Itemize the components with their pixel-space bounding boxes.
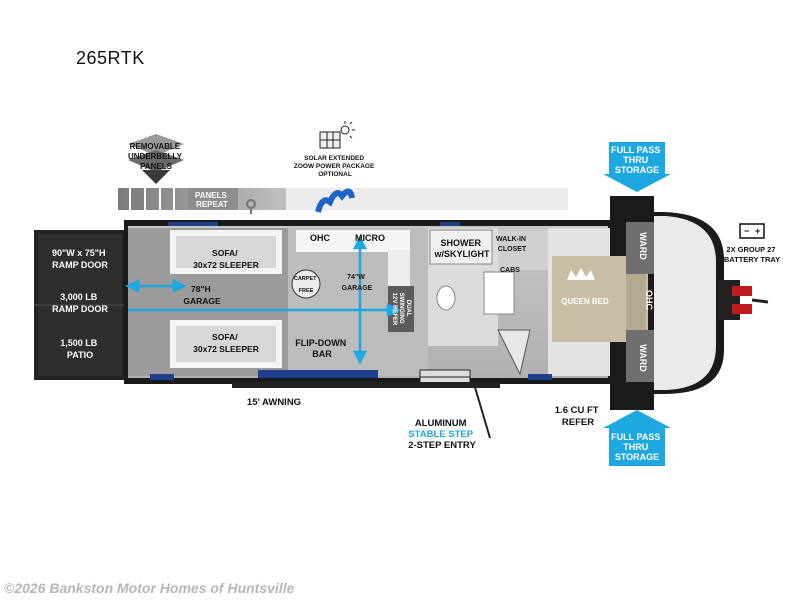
battery-icon: − + (739, 223, 765, 239)
svg-text:−: − (744, 226, 749, 236)
pass-thru-storage-top (603, 142, 671, 192)
pass-thru-storage-bottom (603, 410, 671, 466)
copyright-notice: ©2026 Bankston Motor Homes of Huntsville (4, 580, 295, 596)
garage-height-label: 78"H GARAGE (183, 284, 221, 306)
ramp-door-weight-label: 3,000 LB RAMP DOOR (52, 292, 108, 314)
awning-bar (232, 382, 500, 388)
svg-text:+: + (755, 226, 760, 236)
kitchen-ohc-label: OHC (310, 233, 331, 243)
refer-bottom-label: 1.6 CU FT REFER (555, 405, 601, 428)
crown-icon (567, 268, 595, 280)
solar-label: SOLAR EXTENDED ZOOW POWER PACKAGE OPTION… (294, 155, 376, 178)
panels-repeat-label: PANELS REPEAT (195, 191, 229, 209)
sofa-top-label: SOFA/ 30x72 SLEEPER (193, 248, 259, 270)
underbelly-arrow-icon (128, 134, 184, 184)
patio-label: 1,500 LB PATIO (60, 338, 100, 360)
walkin-closet-label: WALK-IN CLOSET (496, 236, 528, 253)
queen-bed-label: QUEEN BED (561, 297, 609, 306)
bedroom-ohc-label: OHC (644, 290, 654, 311)
underbelly-label: REMOVABLE UNDERBELLY PANELS (128, 142, 184, 171)
garage-width-label: 74"W GARAGE (342, 274, 373, 292)
flip-down-bar-label: FLIP-DOWN BAR (295, 338, 349, 359)
micro-label: MICRO (355, 233, 385, 243)
hose-coil-icon (315, 188, 355, 213)
stable-step-label: ALUMINUM STABLE STEP 2-STEP ENTRY (408, 418, 476, 451)
garage-floor (128, 228, 288, 376)
model-name: 265RTK (76, 48, 145, 68)
svg-text:CARPET FREE: CARPET FREE (294, 276, 318, 294)
pass-thru-top-label: FULL PASS THRU STORAGE (611, 145, 663, 175)
entry-step (419, 329, 531, 439)
water-hookup-icon (246, 199, 256, 214)
refer-side-label: DUAL SWINGING 12V REFER (391, 293, 411, 326)
awning-label: 15' AWNING (247, 397, 301, 408)
bedroom (548, 222, 654, 382)
ramp-door-size-label: 90"W x 75"H RAMP DOOR (52, 248, 108, 270)
solar-panel-icon (319, 121, 355, 149)
pass-thru-bottom-label: FULL PASS THRU STORAGE (611, 432, 663, 462)
kitchen-area (288, 228, 428, 376)
sofa-bottom-label: SOFA/ 30x72 SLEEPER (193, 332, 259, 354)
ward-bottom-label: WARD (638, 344, 648, 372)
window-marks (150, 222, 552, 380)
cabs-label: CABS (500, 267, 520, 274)
dimension-arrows (125, 235, 401, 365)
ward-top-label: WARD (638, 232, 648, 260)
shower-label: SHOWER w/SKYLIGHT (433, 238, 490, 259)
bathroom (428, 228, 548, 346)
carpet-free-badge: CARPET FREE (294, 276, 318, 294)
battery-label: 2X GROUP 27 BATTERY TRAY (724, 245, 780, 264)
